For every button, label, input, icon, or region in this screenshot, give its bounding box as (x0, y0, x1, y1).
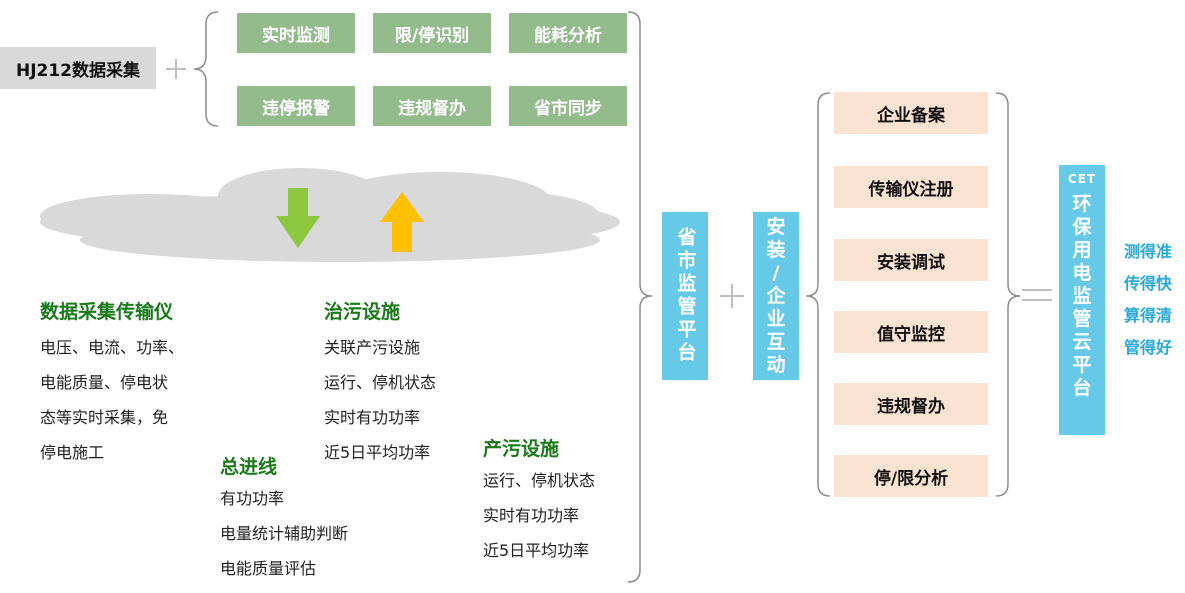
equals-icon (1022, 289, 1052, 301)
cloud-platform-char: 监 (1072, 285, 1092, 307)
install-interact-char: 互 (766, 330, 786, 353)
section-production-line: 近5日平均功率 (483, 541, 590, 560)
left-bracket (193, 11, 219, 127)
slogan-item: 算得清 (1124, 306, 1173, 325)
flow-step-install-debug[interactable]: 安装调试 (834, 239, 988, 281)
slogans: 测得准 传得快 算得清 管得好 (1124, 236, 1172, 364)
cet-logo: CET (1067, 172, 1097, 186)
cloud-platform-char: 环 (1072, 193, 1092, 215)
section-production: 产污设施 运行、停机状态 实时有功功率 近5日平均功率 (483, 434, 595, 568)
section-treatment-line: 实时有功功率 (324, 408, 421, 427)
install-interact-char: / (772, 261, 780, 284)
flow-step-duty-monitor[interactable]: 值守监控 (834, 311, 988, 353)
cloud-shape (40, 168, 620, 262)
install-interact-char: 装 (766, 238, 786, 261)
section-production-title: 产污设施 (483, 438, 560, 460)
section-mainline: 总进线 有功功率 电量统计辅助判断 电能质量评估 (220, 452, 348, 586)
plus-icon-2 (720, 284, 744, 308)
function-limit-stop-identify[interactable]: 限/停识别 (373, 13, 491, 53)
section-treatment-title: 治污设施 (324, 301, 401, 323)
section-mainline-line: 有功功率 (220, 489, 285, 508)
section-collector-line: 停电施工 (40, 443, 105, 462)
install-interact-char: 企 (766, 284, 786, 307)
section-collector-line: 电能质量、停电状 (40, 373, 169, 392)
arrow-down-icon (276, 188, 320, 248)
cloud-platform-char: 云 (1072, 331, 1092, 353)
cloud-platform-char: 用 (1072, 239, 1092, 261)
slogan-item: 管得好 (1124, 338, 1173, 357)
section-treatment: 治污设施 关联产污设施 运行、停机状态 实时有功功率 近5日平均功率 (324, 297, 436, 470)
flow-step-transmitter-register[interactable]: 传输仪注册 (834, 166, 988, 208)
cloud-platform-char: 电 (1072, 262, 1092, 284)
section-collector-line: 态等实时采集，免 (40, 408, 169, 427)
section-treatment-line: 运行、停机状态 (324, 373, 437, 392)
flow-left-bracket (805, 92, 831, 497)
cloud-platform-char: 管 (1072, 308, 1092, 330)
cloud-platform-char: 保 (1072, 216, 1092, 238)
section-treatment-line: 关联产污设施 (324, 338, 421, 357)
section-production-line: 运行、停机状态 (483, 471, 596, 490)
section-collector-line: 电压、电流、功率、 (40, 338, 185, 357)
section-collector-body: 电压、电流、功率、 电能质量、停电状 态等实时采集，免 停电施工 (40, 330, 184, 470)
install-interact-char: 业 (766, 307, 786, 330)
flow-step-enterprise-filing[interactable]: 企业备案 (834, 92, 988, 134)
arrow-up-icon (380, 192, 424, 252)
function-violation-supervise[interactable]: 违规督办 (373, 86, 491, 126)
cloud-platform-char: 平 (1072, 354, 1092, 376)
section-mainline-body: 有功功率 电量统计辅助判断 电能质量评估 (220, 481, 348, 586)
section-production-line: 实时有功功率 (483, 506, 580, 525)
flow-step-stop-limit-analysis[interactable]: 停/限分析 (834, 455, 988, 497)
section-production-body: 运行、停机状态 实时有功功率 近5日平均功率 (483, 463, 595, 568)
section-mainline-title: 总进线 (220, 456, 278, 478)
provincial-platform-box[interactable]: 省市监管平台 (662, 212, 708, 380)
install-interact-box[interactable]: 安 装 / 企 业 互 动 (753, 212, 799, 380)
provincial-platform-char: 省市监管平台 (674, 227, 697, 365)
function-energy-analysis[interactable]: 能耗分析 (509, 13, 627, 53)
section-mainline-line: 电能质量评估 (220, 559, 317, 578)
section-collector: 数据采集传输仪 电压、电流、功率、 电能质量、停电状 态等实时采集，免 停电施工 (40, 297, 184, 470)
cloud-platform-char: 台 (1072, 377, 1092, 399)
flow-step-violation-supervise[interactable]: 违规督办 (834, 383, 988, 425)
function-violation-alarm[interactable]: 违停报警 (237, 86, 355, 126)
section-collector-title: 数据采集传输仪 (40, 301, 174, 323)
hj212-label: HJ212数据采集 (0, 47, 156, 89)
cloud-platform-box[interactable]: CET 环 保 用 电 监 管 云 平 台 (1059, 165, 1105, 435)
install-interact-char: 安 (766, 215, 786, 238)
section-treatment-body: 关联产污设施 运行、停机状态 实时有功功率 近5日平均功率 (324, 330, 436, 470)
section-treatment-line: 近5日平均功率 (324, 443, 431, 462)
slogan-item: 传得快 (1124, 274, 1173, 293)
slogan-item: 测得准 (1124, 242, 1173, 261)
function-realtime-monitor[interactable]: 实时监测 (237, 13, 355, 53)
flow-right-bracket (995, 92, 1021, 497)
section-mainline-line: 电量统计辅助判断 (220, 524, 349, 543)
big-right-bracket (627, 11, 653, 583)
function-province-sync[interactable]: 省市同步 (509, 86, 627, 126)
plus-icon-1 (166, 59, 186, 79)
install-interact-char: 动 (766, 353, 786, 376)
